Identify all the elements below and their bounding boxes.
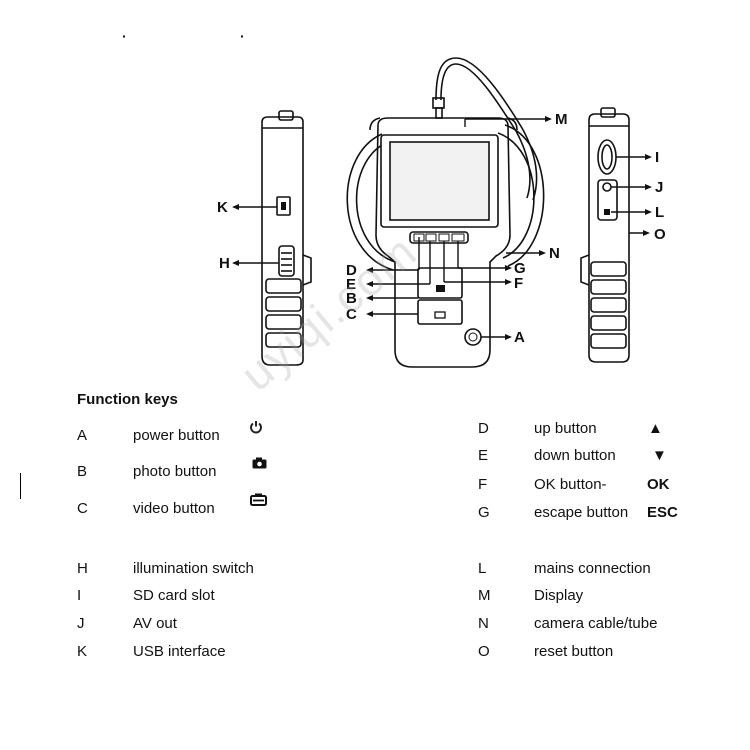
key-letter: B <box>77 463 88 480</box>
callout-M: M <box>555 111 568 128</box>
key-description: down button <box>534 447 616 464</box>
illumination-switch <box>278 245 295 277</box>
grip-ridge <box>265 278 302 294</box>
callout-N: N <box>549 245 560 262</box>
down-arrow-icon: ▼ <box>652 447 667 464</box>
key-description: USB interface <box>133 643 226 660</box>
key-letter: K <box>77 643 88 660</box>
key-description: Display <box>534 587 584 604</box>
power-button <box>464 328 482 346</box>
esc-symbol: ESC <box>647 504 678 521</box>
callout-I: I <box>655 149 659 166</box>
video-icon <box>250 493 267 506</box>
callout-leaders <box>232 116 652 340</box>
callout-A: A <box>514 329 525 346</box>
callout-K: K <box>217 199 228 216</box>
key-letter: J <box>77 615 85 632</box>
callout-F: F <box>514 275 523 292</box>
video-button <box>417 299 463 325</box>
key-letter: C <box>77 500 88 517</box>
front-view <box>346 57 545 368</box>
callout-H: H <box>219 255 230 272</box>
callout-D: D <box>346 262 357 279</box>
key-description: AV out <box>133 615 177 632</box>
photo-button <box>417 267 463 299</box>
callout-J: J <box>655 179 663 196</box>
callout-C: C <box>346 306 357 323</box>
key-letter: F <box>478 476 488 493</box>
key-letter: A <box>77 427 88 444</box>
header-fragment: · <box>122 28 127 44</box>
key-description: escape button <box>534 504 629 521</box>
up-arrow-icon: ▲ <box>648 420 663 437</box>
key-letter: L <box>478 560 487 577</box>
camera-icon <box>252 457 267 469</box>
function-keys-heading: Function keys <box>77 391 178 408</box>
grip-ridge <box>265 296 302 312</box>
key-description: photo button <box>133 463 217 480</box>
key-letter: H <box>77 560 88 577</box>
header-fragment: · <box>240 28 245 44</box>
key-description: video button <box>133 500 215 517</box>
key-letter: N <box>478 615 489 632</box>
key-letter: I <box>77 587 82 604</box>
key-description: camera cable/tube <box>534 615 658 632</box>
right-side-view <box>580 107 630 363</box>
key-description: OK button- <box>534 476 607 493</box>
key-description: SD card slot <box>133 587 215 604</box>
key-letter: O <box>478 643 490 660</box>
grip-ridge <box>265 332 302 348</box>
left-side-view <box>261 110 312 366</box>
key-description: power button <box>133 427 220 444</box>
key-letter: E <box>478 447 489 464</box>
callout-O: O <box>654 226 666 243</box>
grip-ridge <box>265 314 302 330</box>
callout-G: G <box>514 260 526 277</box>
key-letter: G <box>478 504 490 521</box>
callout-labels: M K H I J L O N D E B C G F A <box>217 111 666 346</box>
usb-port <box>276 196 291 216</box>
key-description: mains connection <box>534 560 651 577</box>
key-strip <box>409 231 469 244</box>
key-letter: M <box>478 587 491 604</box>
callout-E: E <box>346 276 356 293</box>
mains-port <box>604 209 610 215</box>
callout-L: L <box>655 204 664 221</box>
power-icon <box>250 421 262 434</box>
av-out-port <box>602 182 612 192</box>
display-screen <box>389 141 490 221</box>
device-diagram: M K H I J L O N D E B C G F A <box>217 57 666 368</box>
ok-symbol: OK <box>647 476 670 493</box>
key-description: reset button <box>534 643 614 660</box>
key-description: illumination switch <box>133 560 254 577</box>
key-letter: D <box>478 420 489 437</box>
text-cursor <box>20 473 21 499</box>
key-description: up button <box>534 420 597 437</box>
callout-B: B <box>346 290 357 307</box>
